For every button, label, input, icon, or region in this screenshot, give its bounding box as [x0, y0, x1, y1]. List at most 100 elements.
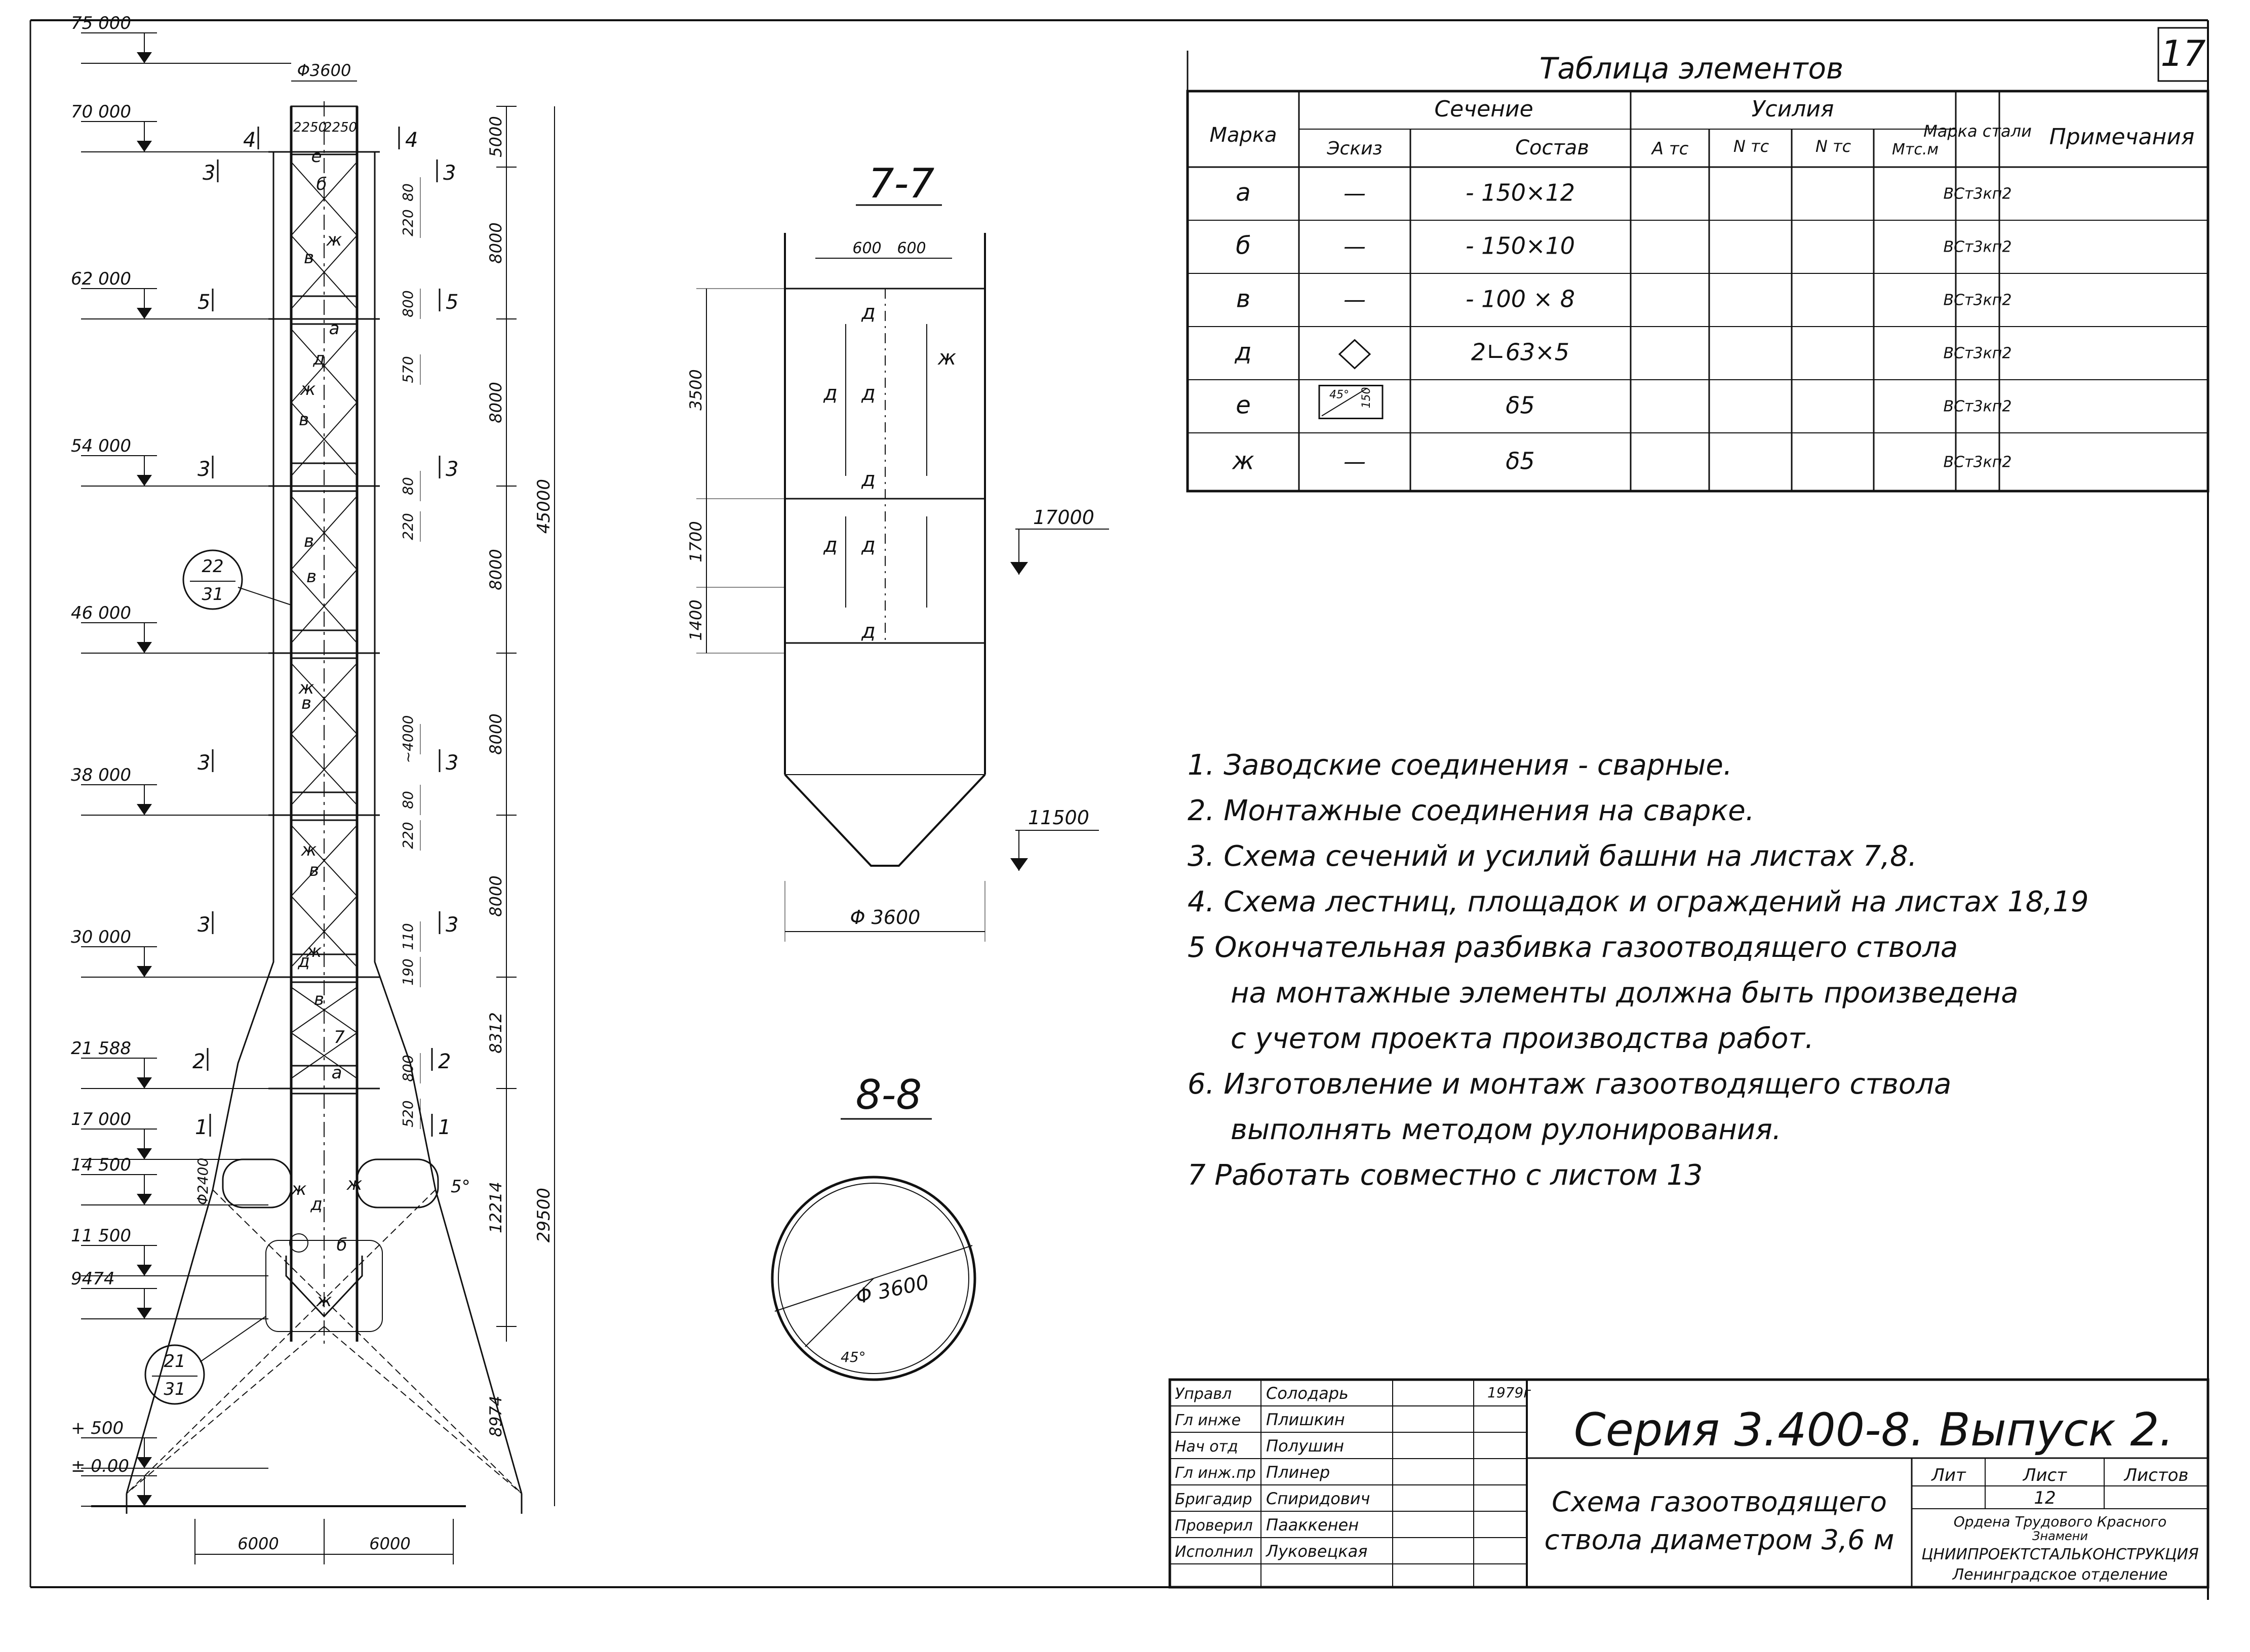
- section-7-letter: д: [823, 534, 838, 557]
- note-line: выполнять методом рулонирования.: [1231, 1113, 1782, 1146]
- inner-dimension: 220: [400, 822, 416, 849]
- s7-dim-1700: 1700: [686, 521, 705, 562]
- elevation-label: 9474: [71, 1269, 115, 1289]
- inner-dimension: 220: [400, 209, 416, 236]
- inner-dimension: 190: [400, 958, 416, 985]
- th-composition: Состав: [1515, 136, 1589, 159]
- segment-dimension: 8000: [486, 222, 505, 263]
- elevation-label: ± 0.00: [71, 1456, 129, 1476]
- base-dim-left: 6000: [238, 1534, 279, 1553]
- stack-joint: [290, 791, 358, 821]
- tb-sheets-label: Листов: [2123, 1465, 2188, 1485]
- brace: [291, 162, 358, 236]
- role-name: Пааккенен: [1266, 1515, 1359, 1535]
- element-letter: ж: [316, 1291, 332, 1311]
- s7-top-dim-right: 600: [897, 239, 926, 257]
- elevation-arrow: [137, 1457, 152, 1468]
- tower-right-leg: [374, 152, 523, 1494]
- section-mark: 5: [198, 291, 210, 314]
- section-mark: 3: [446, 458, 458, 481]
- brace: [291, 896, 358, 968]
- stack-bottom-hopper: [285, 1256, 363, 1318]
- tb-series: Серия 3.400-8. Выпуск 2.: [1574, 1403, 2174, 1457]
- cell-composition: - 150×10: [1466, 232, 1575, 260]
- brace: [291, 496, 358, 570]
- section-8-inner: [778, 1183, 969, 1374]
- cell-steel: ВСт3кп2: [1944, 292, 2012, 309]
- elevation-arrow: [137, 642, 152, 653]
- cell-composition: - 150×12: [1466, 179, 1575, 207]
- brace: [291, 663, 358, 735]
- element-letter: е: [311, 146, 322, 167]
- inner-dimension: 800: [400, 1055, 416, 1081]
- stack-top-cap: [290, 105, 358, 155]
- elevation-label: 70 000: [71, 102, 131, 122]
- cell-mark: е: [1236, 391, 1251, 420]
- element-letter: в: [299, 410, 309, 430]
- elevation-label: 62 000: [71, 269, 131, 289]
- th-notes: Примечания: [2049, 124, 2195, 150]
- cell-mark: а: [1236, 179, 1250, 207]
- segment-dimension: 12214: [486, 1182, 505, 1233]
- element-letter: б: [317, 174, 327, 194]
- cell-sketch: —: [1344, 234, 1366, 260]
- element-letter: д: [297, 951, 310, 972]
- tb-sheet-value: 12: [2034, 1488, 2056, 1508]
- cell-mark: д: [1234, 338, 1251, 367]
- tb-sheet-label: Лист: [2022, 1465, 2067, 1485]
- table-outline: [1186, 90, 2209, 493]
- base-brace-1: [126, 1326, 325, 1494]
- section-7-letter: д: [861, 468, 876, 491]
- s8-angle: 45°: [841, 1349, 866, 1365]
- elevation-label: + 500: [71, 1418, 124, 1438]
- section-mark: 3: [203, 162, 215, 185]
- cell-sketch: —: [1344, 181, 1366, 207]
- section-mark: 3: [446, 751, 458, 775]
- th-mark: Марка: [1209, 124, 1277, 147]
- tb-title-2: ствола диаметром 3,6 м: [1545, 1524, 1894, 1556]
- th-n-plus: N тс: [1733, 137, 1769, 156]
- elevation-label: 17 000: [71, 1109, 131, 1130]
- element-letter: в: [304, 531, 314, 551]
- note-line: 6. Изготовление и монтаж газоотводящего …: [1188, 1068, 1951, 1101]
- elevation-arrow: [137, 966, 152, 977]
- inner-dimensions: 8022080057080220~40008022011019080052022…: [293, 120, 421, 1129]
- th-a: А тс: [1651, 139, 1689, 159]
- base-brace-3: [212, 1189, 522, 1494]
- element-letter: б: [337, 1235, 347, 1255]
- elevation-label: 30 000: [71, 927, 131, 947]
- th-forces: Усилия: [1752, 96, 1834, 122]
- segment-dimension: 8312: [486, 1012, 505, 1053]
- element-letter: ж: [301, 840, 317, 860]
- stack-joint: [290, 953, 358, 983]
- section-7-title: 7-7: [869, 160, 935, 207]
- section-8-circle: [771, 1176, 976, 1381]
- branch-hatch: [289, 1233, 308, 1253]
- sheet-number: 17: [2160, 33, 2205, 74]
- stack-joint: [290, 629, 358, 659]
- role-title: Гл инже: [1175, 1412, 1241, 1429]
- cell-steel: ВСт3кп2: [1944, 185, 2012, 203]
- sheet-number-box: 17: [2157, 27, 2209, 82]
- table-title: Таблица элементов: [1540, 51, 1843, 86]
- stack-joint: [290, 295, 358, 325]
- tower-left-leg: [126, 152, 274, 1494]
- note-line: 5 Окончательная разбивка газоотводящего …: [1188, 931, 1958, 964]
- cell-mark: в: [1236, 285, 1250, 313]
- base-dim-right: 6000: [369, 1534, 410, 1553]
- elevation-label: 21 588: [71, 1038, 131, 1059]
- cell-composition: - 100 × 8: [1466, 286, 1575, 313]
- top-dimension: 2250: [293, 120, 327, 135]
- note-line: 7 Работать совместно с листом 13: [1188, 1159, 1703, 1192]
- section-mark: 2: [438, 1050, 451, 1073]
- cell-composition: 2∟63×5: [1471, 339, 1569, 366]
- elements-table: Таблица элементов Марка Сечение Эскиз Со…: [1186, 51, 2209, 493]
- section-mark: 3: [198, 751, 210, 775]
- section-mark: 4: [243, 129, 256, 152]
- role-name: Полушин: [1266, 1436, 1344, 1456]
- tb-org-3: ЦНИИПРОЕКТСТАЛЬКОНСТРУКЦИЯ: [1921, 1546, 2199, 1563]
